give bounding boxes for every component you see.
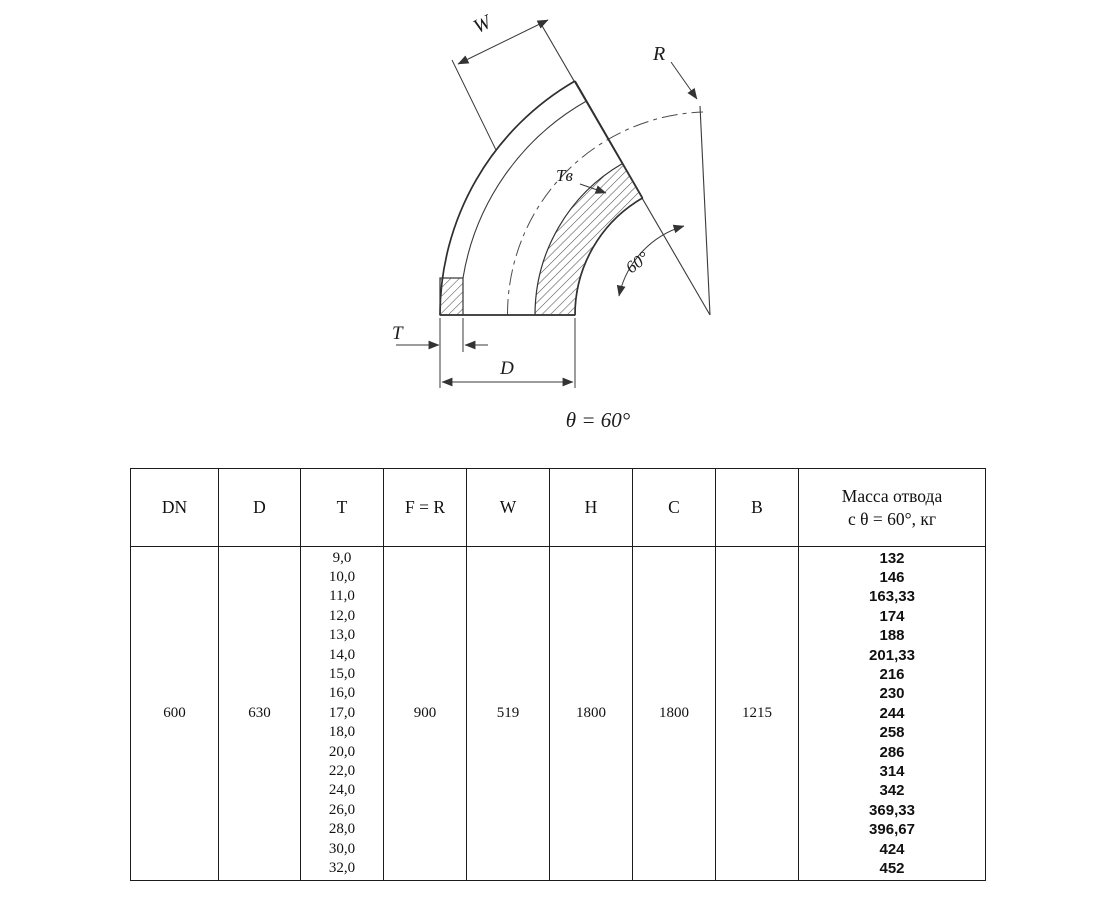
angle-arc	[616, 224, 685, 297]
dim-label-t: T	[392, 323, 404, 344]
bend-centerline	[506, 111, 704, 316]
cell-t-values: 9,0 10,0 11,0 12,0 13,0 14,0 15,0 16,0 1…	[300, 546, 384, 881]
dim-label-r: R	[652, 43, 665, 65]
col-header-mass: Масса отвода с θ = 60°, кг	[798, 468, 986, 547]
diagram-caption: θ = 60°	[566, 408, 631, 432]
cell-c: 1800	[632, 546, 716, 881]
dim-label-tb: Tв	[556, 166, 573, 185]
col-header-b: B	[715, 468, 799, 547]
inner-wall-section-hatch	[534, 162, 644, 316]
bore-line	[462, 100, 587, 279]
col-header-c: C	[632, 468, 716, 547]
cell-h: 1800	[549, 546, 633, 881]
cell-d: 630	[218, 546, 301, 881]
col-header-f-r: F = R	[383, 468, 467, 547]
col-header-h: H	[549, 468, 633, 547]
col-header-t: T	[300, 468, 384, 547]
table-row: 600 630 9,0 10,0 11,0 12,0 13,0 14,0 15,…	[130, 546, 986, 881]
radius-line	[699, 105, 711, 316]
outer-arc	[439, 80, 576, 316]
dimensions-table: DN D T F = R W H C B Масса отвода с θ = …	[130, 468, 986, 881]
col-header-dn: DN	[130, 468, 219, 547]
w-extension-line	[451, 59, 497, 151]
cell-mass-values: 132 146 163,33 174 188 201,33 216 230 24…	[798, 546, 986, 881]
cell-dn: 600	[130, 546, 219, 881]
col-header-d: D	[218, 468, 301, 547]
wall-section-hatch	[439, 277, 464, 316]
dimensions-table-wrap: DN D T F = R W H C B Масса отвода с θ = …	[130, 468, 986, 881]
r-leader-line	[670, 61, 698, 100]
dim-label-d: D	[499, 358, 514, 379]
tb-leader-line	[579, 183, 607, 194]
cell-f-r: 900	[383, 546, 467, 881]
elbow-diagram: W R Tв 60° T D θ = 60°	[392, 10, 711, 432]
cell-b: 1215	[715, 546, 799, 881]
col-header-w: W	[466, 468, 550, 547]
dim-label-w: W	[470, 10, 497, 38]
cell-w: 519	[466, 546, 550, 881]
w-dimension-line	[457, 19, 549, 65]
header-row: DN D T F = R W H C B Масса отвода с θ = …	[130, 468, 986, 547]
